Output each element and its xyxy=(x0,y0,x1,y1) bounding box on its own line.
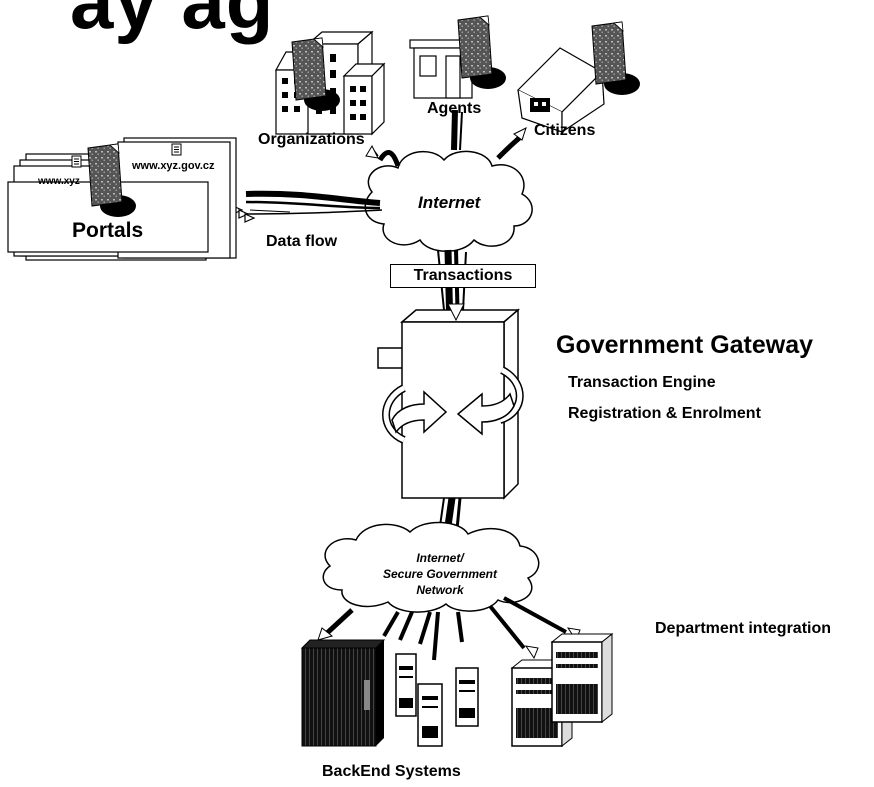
document-icon xyxy=(591,21,641,96)
portals-label: Portals xyxy=(72,219,144,242)
mainframe-icon xyxy=(300,639,386,747)
server-icon xyxy=(395,653,417,717)
internet-cloud xyxy=(364,150,533,252)
organizations-label: Organizations xyxy=(258,131,365,148)
document-icon xyxy=(71,155,82,168)
title-fragment: ay ag xyxy=(70,0,275,45)
server-icon xyxy=(550,632,614,724)
citizens-label: Citizens xyxy=(534,122,596,139)
data-flow-label: Data flow xyxy=(266,233,338,250)
gateway-box xyxy=(377,303,524,500)
transactions-box: Transactions xyxy=(390,264,536,288)
secure-network-cloud xyxy=(322,521,540,613)
portal-url-back: www.xyz xyxy=(38,176,80,187)
internet-label: Internet xyxy=(418,193,481,212)
secure-network-label: Internet/ Secure Government Network xyxy=(380,550,500,598)
server-icon xyxy=(455,667,479,727)
gateway-item: Transaction Engine xyxy=(568,374,716,391)
department-integration-label: Department integration xyxy=(655,620,832,637)
document-icon xyxy=(171,143,182,156)
gateway-title: Government Gateway xyxy=(556,331,814,359)
portal-url: www.xyz.gov.cz xyxy=(132,160,215,172)
document-icon xyxy=(457,15,507,90)
house-icon xyxy=(516,47,605,134)
server-icon xyxy=(417,683,443,747)
agents-label: Agents xyxy=(427,100,482,117)
secure-network-line: Network xyxy=(416,583,464,597)
backend-label: BackEnd Systems xyxy=(322,763,461,780)
secure-network-line: Internet/ xyxy=(416,551,464,565)
gateway-item: Registration & Enrolment xyxy=(568,405,761,422)
secure-network-line: Secure Government xyxy=(382,567,498,581)
